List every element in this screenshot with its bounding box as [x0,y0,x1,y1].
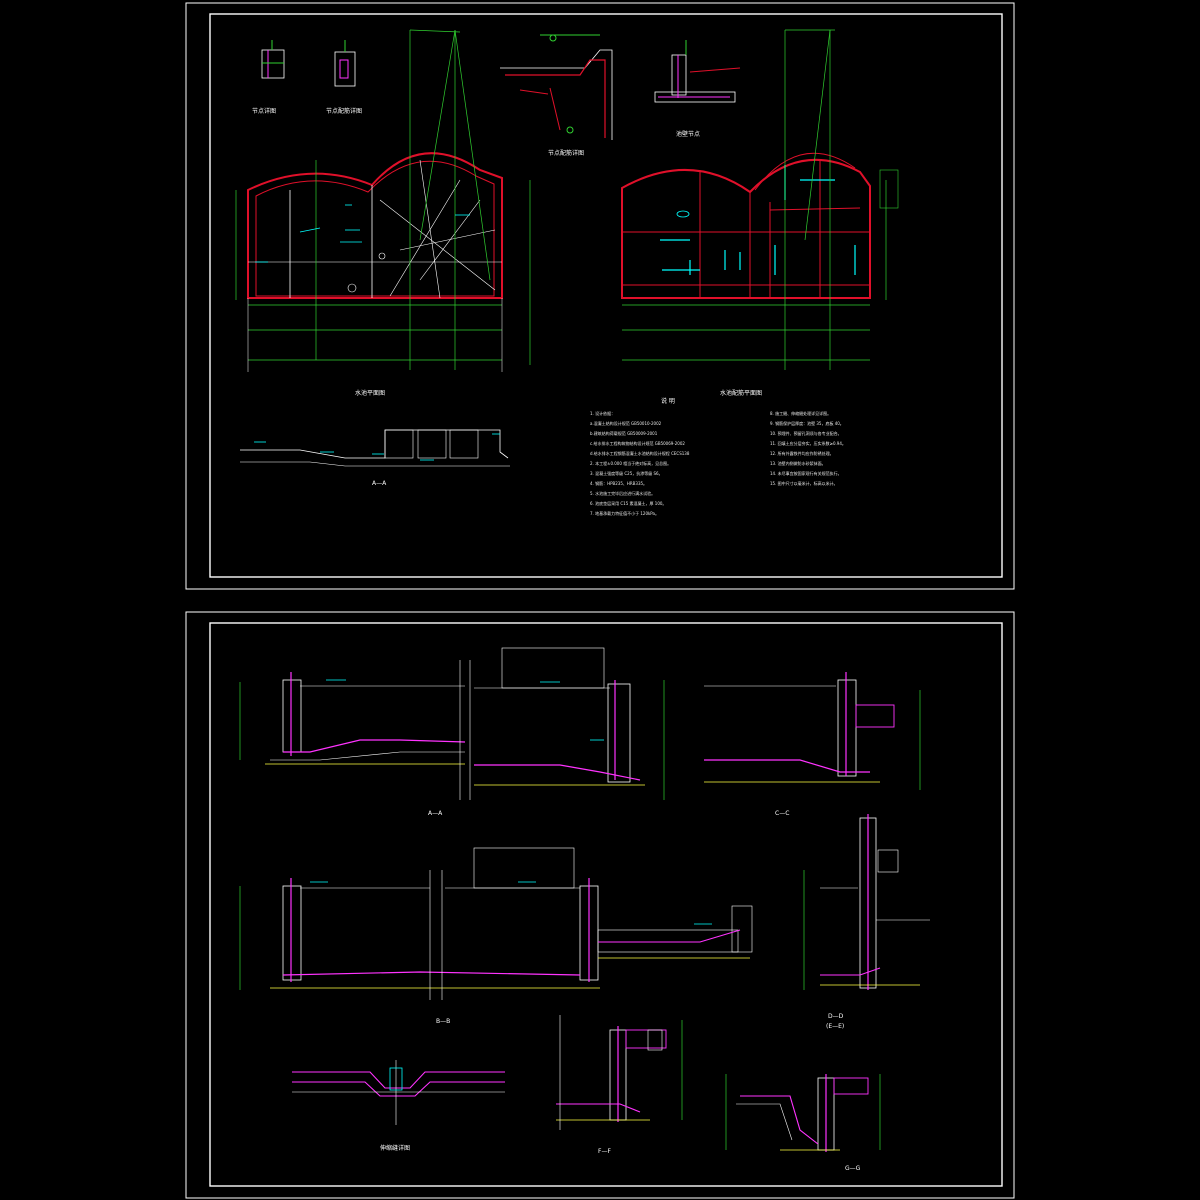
detail-3: 节点配筋详图 [500,34,613,157]
section-d-d: D—D (E—E) [803,814,930,1030]
gg-title: G—G [845,1165,861,1172]
joint-title: 伸缩缝详图 [380,1144,410,1152]
top-sheet-outer-frame [185,2,1015,590]
notes-line: 5. 水池施工完毕后应进行满水试验。 [590,490,655,496]
notes-line: 15. 图中尺寸以毫米计，标高以米计。 [770,480,838,486]
notes-line: d.给水排水工程钢筋混凝土水池结构设计规程 CECS138 [590,450,690,456]
notes-heading: 说 明 [661,397,675,405]
section-f-f: F—F [556,1015,683,1155]
notes-line: 8. 施工缝、伸缩缝处理详见详图。 [770,410,831,416]
section-a-a-title: A—A [372,480,387,487]
detail3-title: 节点配筋详图 [548,149,584,157]
notes-line: 10. 预埋件、预留孔洞须与各专业配合。 [770,430,842,436]
section-g-g: G—G [725,1074,881,1172]
top-sheet-inner-frame [209,13,1003,578]
notes-line: 1. 设计依据： [590,410,615,416]
plan-left-title: 水池平面图 [355,389,385,397]
notes-line: 12. 所有外露铁件均应作防锈处理。 [770,450,834,456]
notes-line: 6. 池底垫层采用 C15 素混凝土，厚 100。 [590,500,666,506]
detail-expansion-joint: 伸缩缝详图 [292,1060,505,1152]
notes-line: 2. 本工程±0.000 相当于绝对标高，见总图。 [590,460,671,466]
notes-line: b.建筑结构荷载规范 GB50009-2001 [590,430,658,436]
detail2-title: 节点配筋详图 [326,107,362,115]
cc-title: C—C [775,810,789,817]
section-bottom-a-a: A—A [239,647,665,817]
detail-4: 池壁节点 [654,40,741,138]
bottom-aa-title: A—A [428,810,443,817]
bottom-sheet: A—A C—C [185,611,1015,1199]
dd-title: D—D [828,1013,844,1020]
plan-left: 水池平面图 [235,29,531,397]
bottom-sheet-outer-frame [185,611,1015,1199]
plan-right: 水池配筋平面图 [621,29,899,397]
design-notes: 说 明 1. 设计依据： a.混凝土结构设计规范 GB50010-2002 b.… [590,397,846,516]
notes-line: 4. 钢筋：HPB235、HRB335。 [590,480,647,486]
notes-line: a.混凝土结构设计规范 GB50010-2002 [590,420,662,426]
section-a-a: A—A [240,429,510,487]
section-c-c: C—C [704,672,921,817]
section-b-b: B—B [239,847,753,1025]
bottom-sheet-inner-frame [209,622,1003,1187]
notes-line: 3. 混凝土强度等级 C25，抗渗等级 S6。 [590,470,663,476]
plan-right-title: 水池配筋平面图 [720,389,762,397]
detail-2: 节点配筋详图 [326,40,362,115]
ee-title: (E—E) [826,1023,844,1030]
top-sheet: 节点详图 节点配筋详图 节点配筋详图 池壁节点 [185,2,1015,590]
notes-line: 13. 池壁内侧做防水砂浆抹面。 [770,460,826,466]
ff-title: F—F [598,1148,611,1155]
bb-title: B—B [436,1018,450,1025]
notes-line: 9. 钢筋保护层厚度：池壁 35，底板 40。 [770,420,844,426]
detail4-title: 池壁节点 [676,130,700,138]
notes-line: 7. 地基承载力特征值不小于 120kPa。 [590,510,659,516]
notes-line: c.给水排水工程构筑物结构设计规范 GB50069-2002 [590,440,685,446]
notes-line: 11. 回填土应分层夯实，压实系数≥0.94。 [770,440,846,446]
detail1-title: 节点详图 [252,107,276,115]
detail-1: 节点详图 [252,40,285,115]
notes-line: 14. 未尽事宜按国家现行有关规范执行。 [770,470,842,476]
